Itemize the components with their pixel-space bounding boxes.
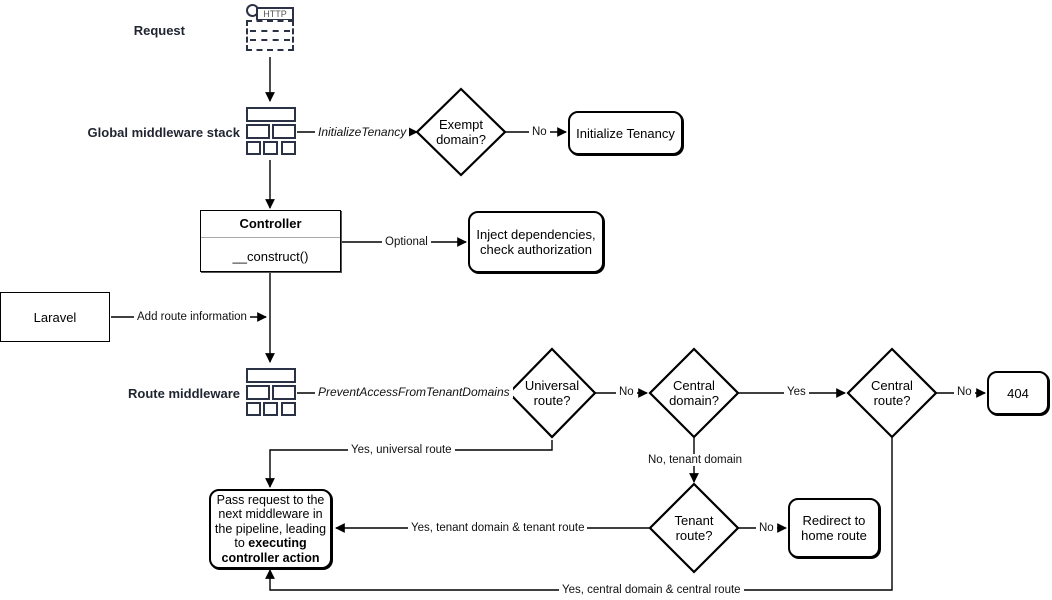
- node-pass-request[interactable]: Pass request to the next middleware in t…: [209, 489, 332, 569]
- central-route-line-2: route?: [873, 393, 911, 408]
- edge-label-no-tenant-domain: No, tenant domain: [645, 454, 745, 466]
- pass-request-line-4-text: to: [234, 536, 249, 551]
- edge-label-initialize-tenancy: InitializeTenancy: [315, 126, 410, 138]
- pass-request-bold-2: controller action: [221, 550, 320, 565]
- edge-label-exempt-no: No: [529, 126, 550, 138]
- edge-label-yes-tenant-domain-tenant-route: Yes, tenant domain & tenant route: [408, 522, 588, 534]
- edge-label-central-domain-yes: Yes: [784, 386, 809, 398]
- stack-row2-box2: [272, 124, 296, 139]
- edge-label-prevent-access: PreventAccessFromTenantDomains: [315, 386, 513, 398]
- stack-row2-box1: [246, 124, 270, 139]
- exempt-domain-line-1: Exempt: [438, 117, 484, 132]
- decision-tenant-route-label: Tenant route?: [644, 513, 744, 543]
- pass-request-line-4: to executing: [234, 536, 306, 551]
- http-dashed-line-2: [250, 39, 290, 41]
- route-stack-row2-box1: [246, 385, 270, 400]
- central-domain-line-1: Central: [673, 378, 715, 393]
- decision-central-domain-label: Central domain?: [644, 378, 744, 408]
- route-stack-row3-box3: [281, 402, 296, 416]
- label-global-middleware-stack: Global middleware stack: [87, 125, 240, 140]
- universal-route-line-1: Universal: [524, 378, 580, 393]
- central-domain-line-2: domain?: [669, 393, 719, 408]
- tenant-route-line-2: route?: [675, 528, 713, 543]
- node-404[interactable]: 404: [987, 371, 1049, 415]
- label-route-middleware: Route middleware: [128, 386, 240, 401]
- decision-universal-route-label: Universal route?: [502, 378, 602, 408]
- route-stack-row3-box1: [246, 402, 261, 416]
- exempt-domain-line-2: domain?: [436, 132, 486, 147]
- node-initialize-tenancy-label: Initialize Tenancy: [576, 125, 675, 141]
- edge-label-universal-no: No: [616, 386, 637, 398]
- pass-request-line-2: next middleware in: [218, 507, 323, 522]
- pass-request-line-1: Pass request to the: [216, 492, 325, 507]
- http-dashed-line-1: [250, 30, 290, 32]
- edge-label-yes-central-domain-central-route: Yes, central domain & central route: [559, 584, 744, 596]
- global-middleware-stack-icon: [246, 107, 296, 155]
- universal-route-line-2: route?: [533, 393, 571, 408]
- route-stack-row2-box2: [272, 385, 296, 400]
- node-controller[interactable]: Controller __construct(): [200, 210, 341, 272]
- pass-request-bold-1: executing: [248, 536, 307, 551]
- edge-label-central-route-no: No: [954, 386, 975, 398]
- controller-method: __construct(): [232, 249, 309, 264]
- node-laravel[interactable]: Laravel: [0, 292, 110, 342]
- decision-central-route-label: Central route?: [842, 378, 942, 408]
- node-initialize-tenancy[interactable]: Initialize Tenancy: [568, 111, 683, 155]
- node-404-label: 404: [1007, 385, 1029, 401]
- route-middleware-stack-icon: [246, 368, 296, 416]
- edge-label-controller-optional: Optional: [382, 236, 431, 248]
- route-stack-row3-box2: [263, 402, 278, 416]
- route-stack-row1-box1: [246, 368, 296, 383]
- tenant-route-line-1: Tenant: [674, 513, 714, 528]
- node-laravel-label: Laravel: [33, 309, 77, 325]
- stack-row3-box3: [281, 141, 296, 155]
- http-request-icon: HTTP: [246, 4, 294, 51]
- controller-title: Controller: [201, 211, 340, 238]
- stack-row1-box1: [246, 107, 296, 122]
- edge-label-yes-universal-route: Yes, universal route: [348, 444, 455, 456]
- stack-row3-box1: [246, 141, 261, 155]
- pass-request-line-3: the pipeline, leading: [214, 521, 327, 536]
- node-redirect-home[interactable]: Redirect to home route: [788, 498, 880, 558]
- node-inject-dependencies-label: Inject dependencies, check authorization: [476, 227, 596, 257]
- node-redirect-home-label: Redirect to home route: [801, 513, 867, 543]
- node-inject-dependencies[interactable]: Inject dependencies, check authorization: [468, 211, 604, 273]
- label-request: Request: [133, 23, 185, 38]
- http-body-dashed: [246, 20, 294, 51]
- central-route-line-1: Central: [871, 378, 913, 393]
- http-label: HTTP: [256, 7, 294, 21]
- edge-label-tenant-route-no: No: [756, 522, 777, 534]
- decision-exempt-domain-label: Exempt domain?: [411, 117, 511, 147]
- stack-row3-box2: [263, 141, 278, 155]
- edge-label-add-route-information: Add route information: [134, 311, 250, 323]
